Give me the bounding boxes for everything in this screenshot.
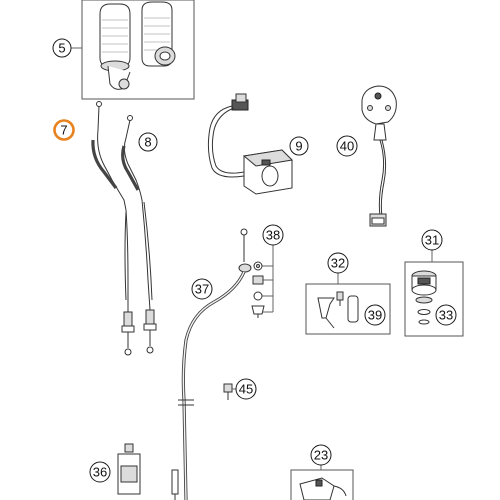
sensor-illustration	[361, 85, 397, 227]
callout-23: 23	[310, 444, 332, 466]
throttle-cable-pair: 7 8	[53, 101, 158, 356]
connector-illustration	[411, 270, 437, 325]
svg-text:36: 36	[93, 465, 107, 480]
callout-38: 38	[262, 224, 284, 246]
svg-text:37: 37	[195, 282, 209, 297]
svg-text:39: 39	[368, 308, 382, 323]
connector-frame	[404, 261, 464, 337]
grip-set-group: 5	[52, 0, 195, 100]
callout-5: 5	[52, 38, 72, 58]
callout-40: 40	[336, 135, 358, 157]
throttle-cable-7-illustration	[91, 101, 135, 356]
svg-text:33: 33	[439, 308, 453, 323]
fastener-group: 38	[251, 224, 284, 318]
handlebar-switch-group: 9	[207, 93, 309, 195]
svg-text:8: 8	[144, 135, 151, 150]
fastener-illustration	[251, 261, 265, 318]
svg-text:40: 40	[340, 139, 354, 154]
lubricant-group: 36	[89, 443, 141, 495]
svg-text:5: 5	[58, 41, 65, 56]
svg-text:23: 23	[314, 448, 328, 463]
svg-text:45: 45	[239, 382, 253, 397]
svg-text:9: 9	[295, 139, 302, 154]
bottom-assembly-group: 23	[290, 444, 354, 500]
connector-group: 31 33	[404, 229, 464, 337]
throttle-cable-8-illustration	[121, 115, 157, 354]
callout-36: 36	[89, 461, 111, 483]
callout-31: 31	[421, 229, 443, 251]
sensor-group: 40	[336, 85, 397, 227]
callout-9: 9	[289, 136, 309, 156]
handlebar-switch-illustration	[207, 93, 294, 195]
long-cable-illustration	[171, 228, 252, 500]
grip-set-frame	[81, 0, 195, 100]
callout-8: 8	[138, 132, 158, 152]
small-parts-illustration	[317, 291, 359, 329]
small-parts-frame	[305, 283, 391, 335]
callout-37: 37	[191, 278, 213, 300]
svg-text:38: 38	[266, 228, 280, 243]
svg-text:31: 31	[425, 233, 439, 248]
bottom-assembly-illustration	[299, 477, 347, 500]
callout-33: 33	[435, 304, 457, 326]
long-cable-group: 37	[171, 228, 252, 500]
callout-32: 32	[327, 252, 349, 274]
callout-7: 7	[53, 119, 75, 141]
bottom-assembly-frame	[290, 469, 354, 500]
lubricant-bottle-illustration	[117, 443, 141, 495]
bolt-illustration	[223, 383, 233, 400]
svg-text:32: 32	[331, 256, 345, 271]
small-parts-kit-group: 32 39	[305, 252, 391, 335]
left-grip-illustration	[99, 3, 131, 90]
svg-text:7: 7	[60, 123, 67, 138]
bolt-group: 45	[223, 378, 257, 400]
callout-45: 45	[235, 378, 257, 400]
right-grip-illustration	[141, 1, 176, 67]
callout-39: 39	[364, 304, 386, 326]
